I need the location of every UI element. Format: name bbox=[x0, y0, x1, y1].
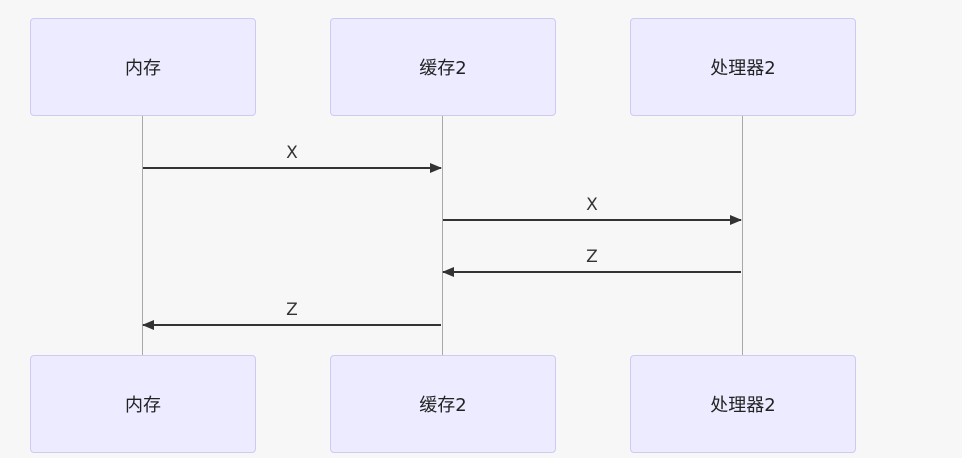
actor-label: 内存 bbox=[125, 58, 161, 79]
lifeline-cache2 bbox=[442, 116, 443, 356]
actor-label: 处理器2 bbox=[710, 58, 776, 79]
actor-cache2-top: 缓存2 bbox=[330, 18, 556, 116]
message-cache2-to-cpu2: X bbox=[443, 195, 742, 225]
message-mem-to-cache2: X bbox=[143, 143, 442, 173]
actor-mem-top: 内存 bbox=[30, 18, 256, 116]
lifeline-cpu2 bbox=[742, 116, 743, 356]
actor-mem-bottom: 内存 bbox=[30, 355, 256, 453]
actor-cpu2-top: 处理器2 bbox=[630, 18, 856, 116]
message-cpu2-to-cache2: Z bbox=[442, 247, 741, 277]
actor-label: 内存 bbox=[125, 395, 161, 416]
message-label: X bbox=[586, 195, 598, 215]
message-label: Z bbox=[586, 247, 598, 267]
actor-label: 缓存2 bbox=[419, 58, 467, 79]
lifeline-mem bbox=[142, 116, 143, 356]
message-label: Z bbox=[286, 300, 298, 320]
message-cache2-to-mem: Z bbox=[142, 300, 441, 330]
message-label: X bbox=[286, 143, 298, 163]
actor-label: 处理器2 bbox=[710, 395, 776, 416]
actor-label: 缓存2 bbox=[419, 395, 467, 416]
actor-cache2-bottom: 缓存2 bbox=[330, 355, 556, 453]
actor-cpu2-bottom: 处理器2 bbox=[630, 355, 856, 453]
